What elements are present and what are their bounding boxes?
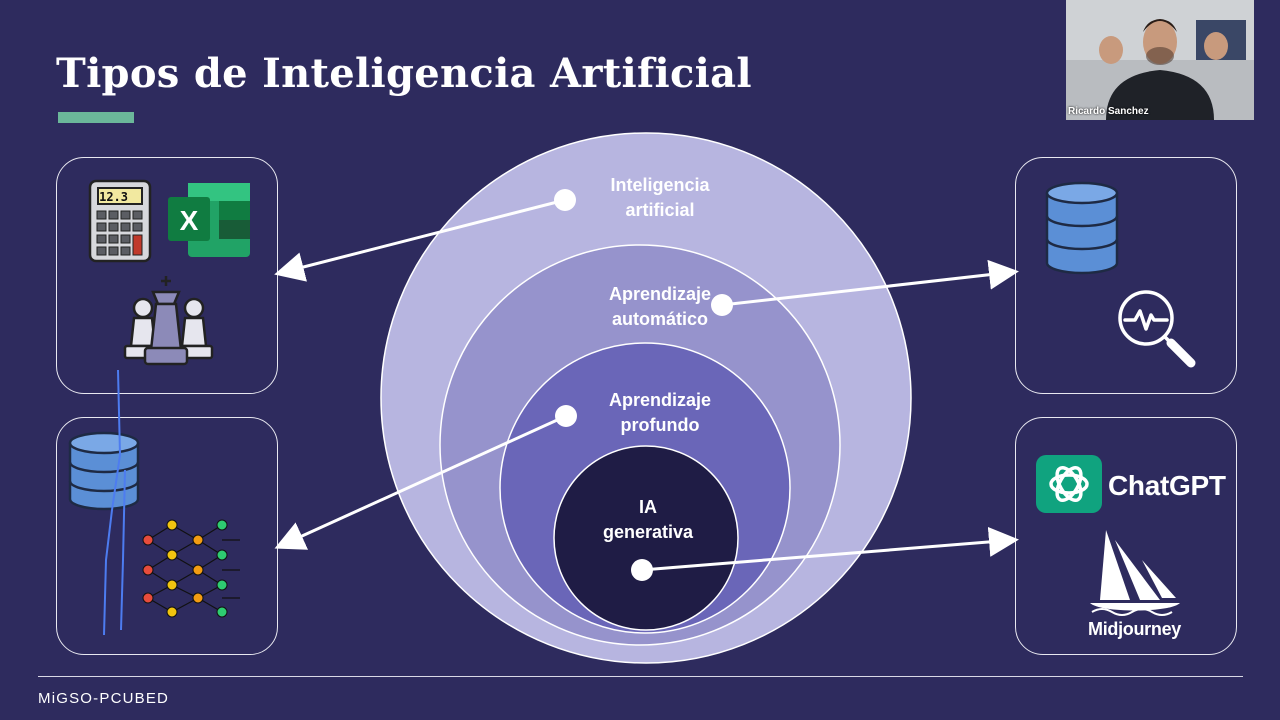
- midjourney-logo-icon: [1090, 530, 1180, 616]
- webcam-tile[interactable]: Ricardo Sanchez: [1066, 0, 1254, 120]
- participant-name: Ricardo Sanchez: [1068, 106, 1149, 117]
- database-icon-bl: [68, 431, 140, 511]
- arrow-ia-to-left: [274, 198, 566, 282]
- slide-title: Tipos de Inteligencia Artificial: [56, 50, 752, 97]
- database-icon: [1045, 181, 1119, 275]
- label-inteligencia-artificial: Inteligencia artificial: [610, 175, 710, 220]
- dot-ia: [554, 189, 576, 211]
- arrow-gen-to-right: [641, 526, 1019, 572]
- title-accent-bar: [58, 112, 134, 123]
- calculator-icon: 12.3: [88, 179, 152, 263]
- dot-ml: [711, 294, 733, 316]
- dot-dl: [555, 405, 577, 427]
- ring-ia-generativa: [553, 445, 739, 631]
- chatgpt-label: ChatGPT: [1108, 470, 1226, 501]
- neural-network-icon: [142, 519, 240, 618]
- chess-icon: [123, 276, 214, 366]
- brand-logo: MiGSO-PCUBED: [38, 690, 170, 707]
- label-ia-generativa: IA generativa: [602, 497, 694, 542]
- label-aprendizaje-automatico: Aprendizaje automático: [608, 284, 712, 329]
- excel-letter: X: [180, 205, 199, 236]
- participant-video-icon: [1066, 0, 1254, 120]
- arrow-ml-to-right: [721, 259, 1019, 307]
- search-pulse-icon: [1118, 290, 1196, 368]
- excel-icon: X: [168, 183, 250, 257]
- midjourney-label: Midjourney: [1088, 619, 1182, 639]
- arrow-dl-to-left: [274, 414, 567, 550]
- chatgpt-logo-icon: [1036, 455, 1102, 513]
- label-aprendizaje-profundo: Aprendizaje profundo: [608, 390, 712, 435]
- pen-annotation: [103, 369, 126, 636]
- calculator-display: 12.3: [99, 190, 128, 204]
- dot-gen: [631, 559, 653, 581]
- footer-divider: [38, 676, 1243, 677]
